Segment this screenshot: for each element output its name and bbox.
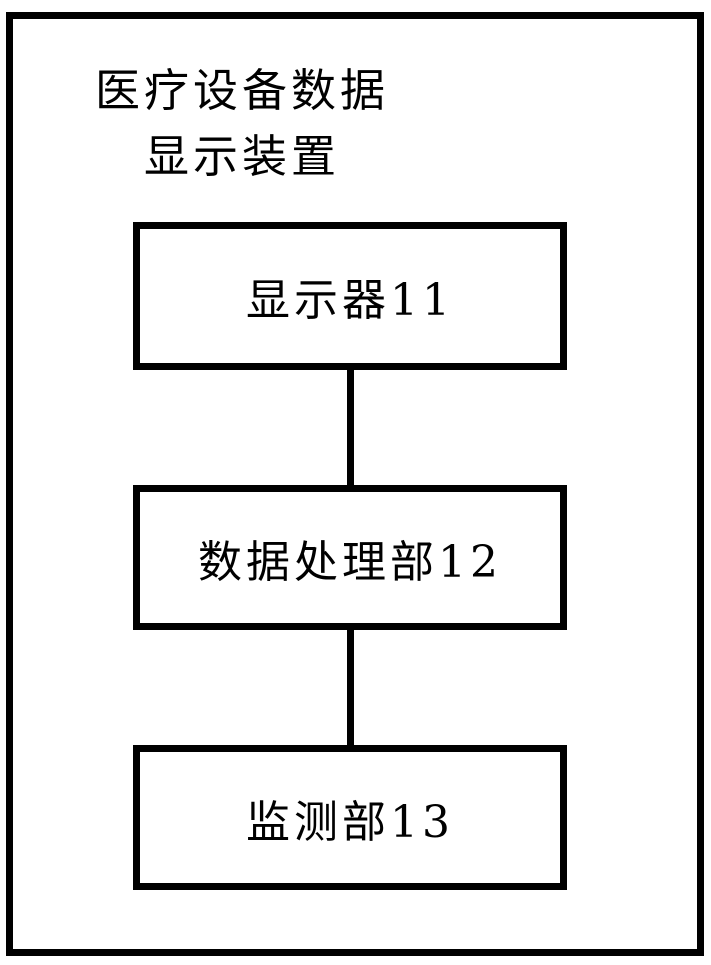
diagram-title-line1: 医疗设备数据: [94, 64, 389, 117]
block-display-label: 显示器11: [246, 275, 454, 326]
block-data-processor: 数据处理部12: [133, 485, 567, 630]
diagram-title-line2: 显示装置: [143, 130, 340, 183]
block-display: 显示器11: [133, 222, 567, 370]
connector-display-to-processor: [347, 368, 354, 488]
connector-processor-to-monitor: [347, 628, 354, 748]
block-data-processor-label: 数据处理部12: [198, 536, 502, 588]
block-monitor-label: 监测部13: [246, 796, 454, 848]
block-monitor: 监测部13: [133, 745, 567, 890]
diagram-title: 医疗设备数据 显示装置: [86, 58, 398, 190]
